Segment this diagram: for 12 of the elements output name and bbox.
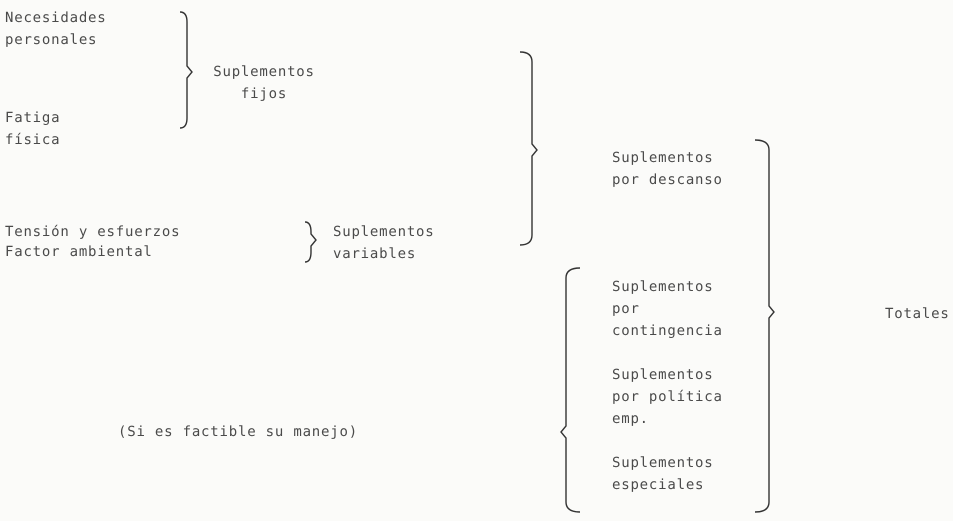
text-label: Suplementos por política emp. bbox=[612, 366, 724, 429]
text-label: Tensión y esfuerzos bbox=[5, 223, 182, 242]
text-label: Suplementos especiales bbox=[612, 454, 715, 495]
text-label: Suplementos fijos bbox=[212, 63, 316, 104]
text-label: Fatiga física bbox=[5, 109, 62, 150]
text-label: Suplementos variables bbox=[333, 223, 436, 264]
text-label: (Si es factible su manejo) bbox=[118, 423, 359, 442]
text-label: Necesidades personales bbox=[5, 9, 108, 50]
text-label: Totales bbox=[885, 305, 951, 324]
text-label: Factor ambiental bbox=[5, 243, 154, 262]
text-label: Suplementos por contingencia bbox=[612, 278, 724, 341]
text-label: Suplementos por descanso bbox=[612, 149, 724, 190]
